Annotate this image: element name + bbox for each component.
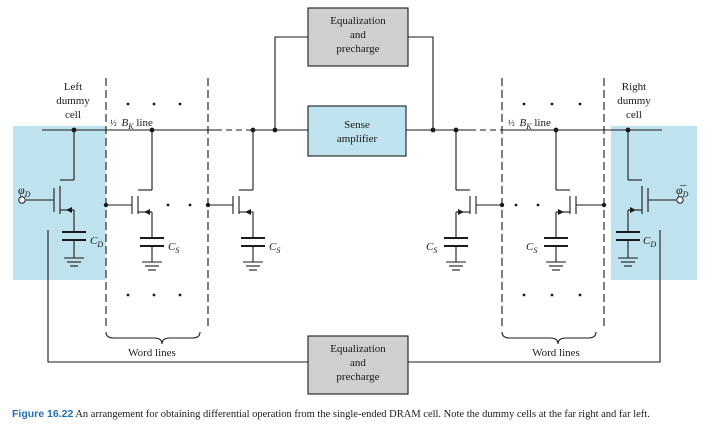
- right-dummy-label-2: dummy: [617, 95, 651, 107]
- phi-d-left-label: φD: [18, 183, 31, 199]
- sense-amplifier-block: [307, 105, 407, 157]
- right-dummy-label-1: Right: [622, 81, 646, 93]
- right-dummy-label-3: cell: [626, 109, 642, 121]
- phi-d-right-label: φ̅D: [676, 183, 689, 199]
- equalization-bottom-block: [307, 335, 409, 395]
- bitline-label-right: ½ BK line: [508, 117, 551, 131]
- left-dummy-label-2: dummy: [56, 95, 90, 107]
- eq-bottom-line-2: and: [350, 357, 366, 369]
- dram-diagram: Equalization and precharge Sense amplifi…: [13, 7, 697, 395]
- figure-caption: Figure 16.22 An arrangement for obtainin…: [12, 408, 702, 421]
- left-dummy-label-1: Left: [64, 81, 82, 93]
- cs-right-2-label: CS: [526, 241, 537, 255]
- left-dummy-label-3: cell: [65, 109, 81, 121]
- eq-top-line-2: and: [350, 29, 366, 41]
- caption-label: Figure 16.22: [12, 408, 74, 420]
- caption-text: An arrangement for obtaining differentia…: [75, 409, 650, 420]
- word-lines-right-label: Word lines: [532, 347, 580, 359]
- cs-left-1-label: CS: [168, 241, 179, 255]
- eq-bottom-line-1: Equalization: [330, 343, 386, 355]
- cd-left-label: CD: [90, 235, 103, 249]
- eq-bottom-line-3: precharge: [336, 371, 379, 383]
- word-lines-left-label: Word lines: [128, 347, 176, 359]
- sense-line-1: Sense: [344, 119, 370, 131]
- cs-right-1-label: CS: [426, 241, 437, 255]
- cd-right-label: CD: [643, 235, 656, 249]
- equalization-top-block: [307, 7, 409, 67]
- bitline-label-left: ½ BK line: [110, 117, 153, 131]
- eq-top-line-3: precharge: [336, 43, 379, 55]
- sense-line-2: amplifier: [337, 133, 378, 145]
- cs-left-2-label: CS: [269, 241, 280, 255]
- right-dummy-region: [611, 126, 697, 280]
- eq-top-line-1: Equalization: [330, 15, 386, 27]
